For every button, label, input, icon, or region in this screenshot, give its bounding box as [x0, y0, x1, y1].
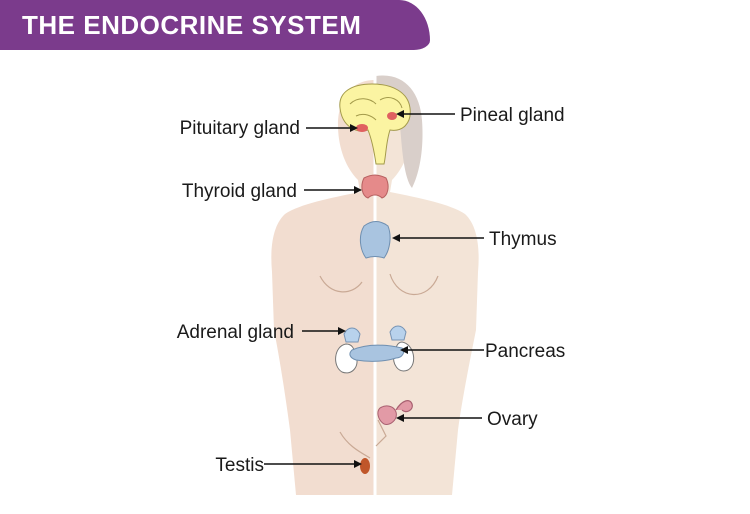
- label-ovary: Ovary: [487, 409, 538, 430]
- female-body-half: [375, 80, 479, 495]
- label-thyroid-gland: Thyroid gland: [182, 181, 297, 202]
- adrenal-gland-right: [389, 325, 407, 341]
- female-pelvis-line: [375, 419, 387, 447]
- thyroid-arrowhead: [354, 186, 362, 194]
- ovary: [377, 405, 397, 425]
- male-body-half: [271, 80, 375, 495]
- pancreas: [349, 344, 405, 362]
- thyroid-gland: [361, 174, 389, 199]
- label-adrenal-gland: Adrenal gland: [177, 322, 294, 343]
- pituitary-arrowhead: [350, 124, 358, 132]
- title-banner: THE ENDOCRINE SYSTEM: [0, 0, 430, 50]
- thymus-gland: [359, 221, 391, 259]
- label-pancreas: Pancreas: [485, 341, 565, 362]
- ovary-arrowhead: [396, 414, 404, 422]
- pancreas-arrowhead: [400, 346, 408, 354]
- brain-folds: [349, 97, 403, 121]
- male-pelvis-line: [339, 431, 371, 459]
- label-thymus: Thymus: [489, 229, 557, 250]
- page-title: THE ENDOCRINE SYSTEM: [22, 10, 362, 40]
- testis-arrowhead: [354, 460, 362, 468]
- pineal-arrowhead: [396, 110, 404, 118]
- adrenal-arrowhead: [338, 327, 346, 335]
- label-pineal-gland: Pineal gland: [460, 105, 565, 126]
- fallopian-tube: [395, 400, 413, 413]
- testis: [360, 458, 370, 474]
- thymus-arrowhead: [392, 234, 400, 242]
- label-pituitary-gland: Pituitary gland: [180, 118, 300, 139]
- female-chest-line: [389, 273, 439, 296]
- male-chest-line: [319, 275, 363, 293]
- pituitary-gland: [356, 124, 368, 132]
- female-hair: [376, 75, 423, 188]
- pineal-gland: [387, 112, 397, 120]
- label-testis: Testis: [215, 455, 264, 476]
- brain: [339, 83, 411, 165]
- adrenal-gland-left: [343, 327, 361, 343]
